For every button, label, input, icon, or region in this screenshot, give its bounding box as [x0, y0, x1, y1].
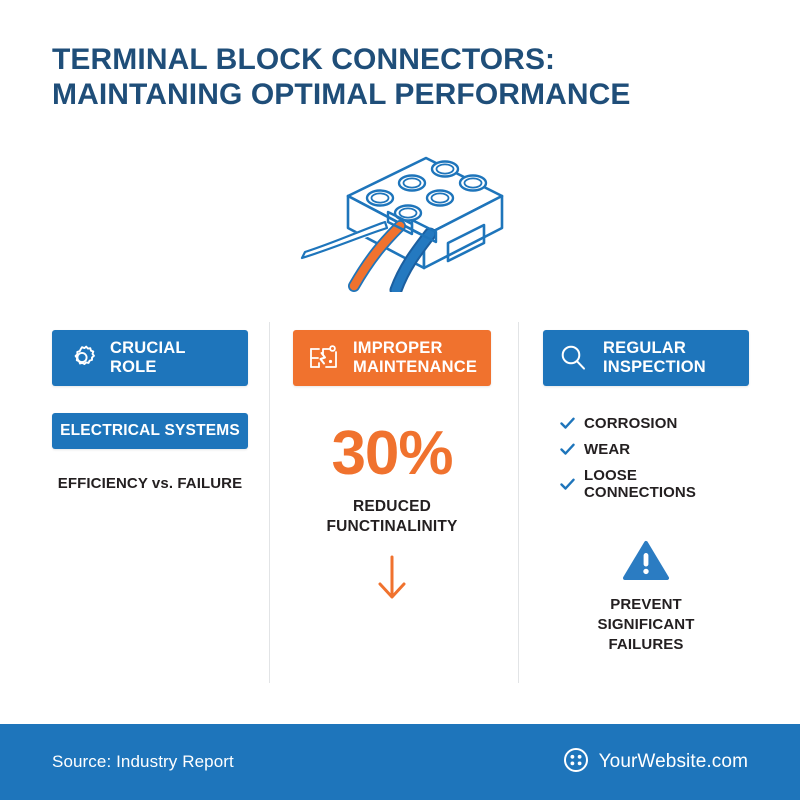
footer-bar: Source: Industry Report YourWebsite.com: [0, 724, 800, 800]
stat-caption: REDUCED FUNCTINALINITY: [293, 497, 491, 537]
arrow-down-wrapper: [293, 555, 491, 601]
warning-triangle-wrapper: [543, 540, 749, 582]
prevent-failures-text: PREVENT SIGNIFICANT FAILURES: [543, 595, 749, 655]
check-icon: [560, 416, 575, 431]
circuit-fault-icon: [307, 342, 339, 374]
check-icon: [560, 477, 575, 492]
column-improper-maintenance: IMPROPER MAINTENANCE 30% REDUCED FUNCTIN…: [293, 330, 491, 601]
four-dots-circle-logo: [563, 747, 589, 778]
badge-regular-inspection-line-1: REGULAR: [603, 339, 686, 357]
badge-improper-maintenance-line-1: IMPROPER: [353, 339, 443, 357]
stat-percentage: 30%: [331, 419, 453, 488]
badge-crucial-role-line-1: CRUCIAL: [110, 339, 186, 357]
footer-source-text: Source: Industry Report: [52, 752, 234, 771]
terminal-block-icon: [300, 156, 504, 297]
text-efficiency-vs-failure: EFFICIENCY vs. FAILURE: [57, 475, 243, 492]
page-title-line-1: TERMINAL BLOCK CONNECTORS:: [52, 43, 556, 76]
prevent-failures-line-3: FAILURES: [608, 636, 684, 653]
checklist-label-corrosion: CORROSION: [584, 415, 678, 432]
column-divider-1: [269, 322, 270, 683]
prevent-failures-block: PREVENT SIGNIFICANT FAILURES: [543, 540, 749, 655]
badge-improper-maintenance-line-2: MAINTENANCE: [353, 358, 478, 376]
checklist-label-wear: WEAR: [584, 441, 631, 458]
page-title: TERMINAL BLOCK CONNECTORS: MAINTANING OP…: [52, 42, 752, 112]
column-crucial-role: CRUCIAL ROLE ELECTRICAL SYSTEMS EFFICIEN…: [52, 330, 248, 492]
prevent-failures-line-2: SIGNIFICANT: [597, 616, 695, 633]
footer-website-text: YourWebsite.com: [598, 751, 748, 772]
column-regular-inspection: REGULAR INSPECTION CORROSION WE: [543, 330, 749, 655]
badge-improper-maintenance-label: IMPROPER MAINTENANCE: [353, 339, 477, 377]
list-item: LOOSE CONNECTIONS: [560, 467, 749, 501]
page-title-line-2: MAINTANING OPTIMAL PERFORMANCE: [52, 78, 631, 111]
column-divider-2: [518, 322, 519, 683]
badge-improper-maintenance[interactable]: IMPROPER MAINTENANCE: [293, 330, 491, 386]
prevent-failures-line-1: PREVENT: [610, 596, 682, 613]
arrow-down-icon: [378, 555, 406, 599]
statistic-block: 30% REDUCED FUNCTINALINITY: [293, 419, 491, 601]
gear-icon: [66, 342, 98, 374]
list-item: WEAR: [560, 441, 749, 458]
warning-triangle-icon: [623, 541, 669, 580]
check-icon: [560, 442, 575, 457]
terminal-block-illustration: [288, 148, 512, 297]
stat-caption-line-2: FUNCTINALINITY: [326, 518, 458, 535]
list-item: CORROSION: [560, 415, 749, 432]
badge-regular-inspection-label: REGULAR INSPECTION: [603, 339, 706, 377]
badge-regular-inspection-line-2: INSPECTION: [603, 358, 706, 376]
checklist-label-loose-connections: LOOSE CONNECTIONS: [584, 467, 696, 501]
badge-crucial-role[interactable]: CRUCIAL ROLE: [52, 330, 248, 386]
magnifier-icon: [557, 342, 589, 374]
stat-caption-line-1: REDUCED: [352, 498, 432, 515]
footer-brand[interactable]: YourWebsite.com: [563, 747, 748, 778]
pill-electrical-systems[interactable]: ELECTRICAL SYSTEMS: [52, 413, 248, 449]
badge-crucial-role-label: CRUCIAL ROLE: [110, 339, 186, 377]
badge-crucial-role-line-2: ROLE: [110, 358, 157, 376]
badge-regular-inspection[interactable]: REGULAR INSPECTION: [543, 330, 749, 386]
inspection-checklist: CORROSION WEAR LOOSE CONNECTIONS: [543, 415, 749, 501]
